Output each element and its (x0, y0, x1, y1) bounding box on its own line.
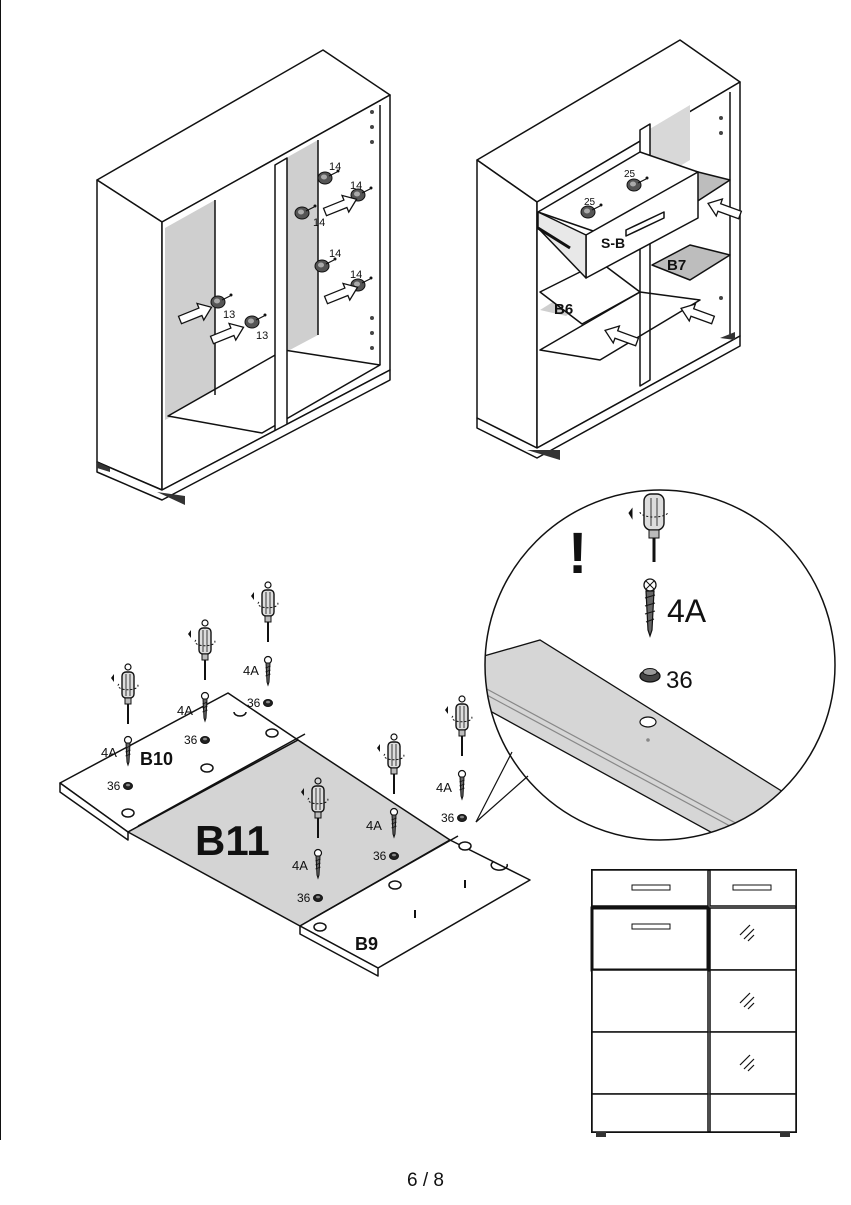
screwdriver-icon (376, 733, 405, 795)
cover-cap-icon (263, 699, 273, 707)
detail-screw-icon (643, 578, 657, 638)
cover-cap-icon (123, 782, 133, 790)
cap-label: 36 (441, 811, 455, 825)
screwdriver-icon (250, 581, 279, 643)
screwdriver-icon (444, 695, 473, 757)
cap-label: 36 (107, 779, 121, 793)
cap-label: 36 (184, 733, 198, 747)
detail-screw-label: 4A (667, 593, 707, 629)
screw-label: 4A (177, 703, 193, 718)
page-number: 6 / 8 (407, 1170, 444, 1191)
cover-cap-icon (389, 852, 399, 860)
hardware-label: 13 (256, 330, 268, 342)
cap-label: 36 (247, 696, 261, 710)
hardware-label: 14 (350, 269, 362, 281)
cover-cap-icon (313, 894, 323, 902)
screw-icon (457, 769, 467, 800)
detail-cap-label: 36 (666, 667, 693, 694)
screw-label: 4A (436, 780, 452, 795)
cap-label: 36 (373, 849, 387, 863)
screwdriver-icon (187, 619, 216, 681)
screw-label: 4A (366, 818, 382, 833)
cover-cap-icon (200, 736, 210, 744)
cap-label: 36 (297, 891, 311, 905)
detail-screwdriver-icon (628, 493, 669, 562)
screwdriver-icon (110, 663, 139, 725)
screw-label: 4A (243, 663, 259, 678)
detail-callout: ! 4A 36 (475, 489, 836, 841)
hardware-label: 14 (329, 161, 341, 173)
part-label: B9 (355, 934, 378, 954)
front-view-illustration (590, 869, 797, 1137)
hardware-label: 25 (584, 197, 596, 208)
screw-label: 4A (101, 745, 117, 760)
hardware-label: 14 (350, 180, 362, 192)
part-label: S-B (601, 235, 625, 251)
hardware-label: 25 (624, 169, 636, 180)
warning-mark: ! (568, 521, 587, 586)
drawer-cabinet-illustration (476, 39, 741, 460)
hardware-label: 13 (223, 309, 235, 321)
screw-icon (263, 655, 273, 686)
cover-cap-icon (457, 814, 467, 822)
hardware-label: 14 (313, 217, 325, 229)
part-label: B11 (195, 817, 270, 864)
hardware-label: 14 (329, 248, 341, 260)
top-panel-assembly (59, 692, 531, 977)
part-label: B7 (667, 257, 686, 274)
detail-cover-cap-icon (639, 668, 661, 683)
open-cabinet-illustration (96, 49, 391, 505)
screw-label: 4A (292, 858, 308, 873)
part-label: B6 (554, 301, 573, 318)
part-label: B10 (140, 749, 173, 769)
